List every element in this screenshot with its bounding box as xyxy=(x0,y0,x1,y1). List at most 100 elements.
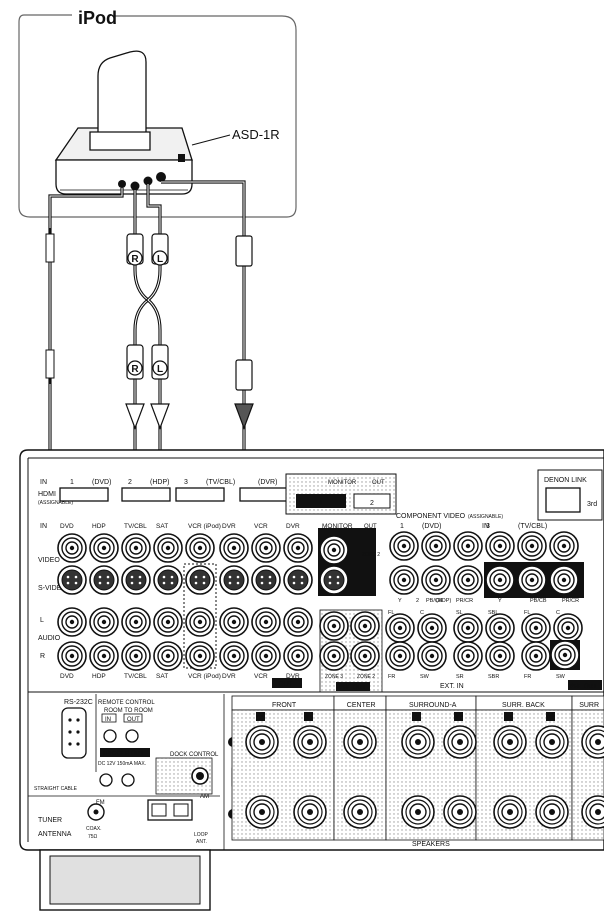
svideo-input-jack xyxy=(57,565,87,595)
pre-out-box xyxy=(336,682,370,691)
out-marker-box xyxy=(272,678,302,688)
rca-plug-l-bottom: L xyxy=(151,344,169,380)
svg-text:PRE OUT: PRE OUT xyxy=(339,685,366,691)
ext-in-top-label: SL xyxy=(456,610,463,616)
svg-text:(ASSIGNABLE): (ASSIGNABLE) xyxy=(468,514,503,520)
monitor-hdmi-1 xyxy=(296,494,346,508)
video-input-label: DVR xyxy=(222,523,236,530)
svg-text:ZONE 2: ZONE 2 xyxy=(357,674,375,680)
ext-in-jack xyxy=(453,613,483,643)
audio-r-jack xyxy=(57,641,87,671)
component-sub-label: PR/CR xyxy=(562,598,579,604)
hdmi-input-port xyxy=(59,487,109,502)
video-in-marker: IN xyxy=(40,523,47,530)
component-label: COMPONENT VIDEO xyxy=(396,513,466,520)
hdmi-input-label: (TV/CBL) xyxy=(206,479,235,486)
svideo-input-jack xyxy=(219,565,249,595)
component-jack xyxy=(517,565,547,595)
remote-in-jack xyxy=(103,729,117,743)
ext-in-bottom-label: FR xyxy=(388,674,395,680)
audio-r-jack xyxy=(251,641,281,671)
denon-link-label: DENON LINK xyxy=(544,477,587,484)
component-jack xyxy=(517,531,547,561)
speaker-channel-marker: L xyxy=(306,715,310,722)
speaker-channel-marker: R xyxy=(414,715,419,722)
svg-text:75Ω: 75Ω xyxy=(88,834,98,840)
video-input-label: HDP xyxy=(92,523,106,530)
ext-in-bottom-label: SW xyxy=(420,674,430,680)
speaker-channel-marker: R xyxy=(506,715,511,722)
video-input-label: SAT xyxy=(156,523,168,530)
monitor-out-marker: OUT xyxy=(364,524,377,530)
video-input-label: MONITOR xyxy=(322,523,353,530)
component-jack xyxy=(389,565,419,595)
monitor-video-out xyxy=(319,535,349,565)
speaker-terminal-minus xyxy=(401,795,435,829)
component-jack xyxy=(549,565,579,595)
svg-text:LOOP: LOOP xyxy=(194,832,209,838)
audio-l-jack xyxy=(283,607,313,637)
ext-in-bottom-label: SR xyxy=(456,674,464,680)
ext-in-top-label: FL xyxy=(524,610,530,616)
svg-text:IN: IN xyxy=(482,523,489,530)
speaker-group-label: SURR. BACK xyxy=(502,702,545,709)
speaker-terminal-plus xyxy=(443,725,477,759)
audio-r-jack xyxy=(121,641,151,671)
video-input-label: VCR (iPod) xyxy=(188,523,221,530)
speaker-group-label: CENTER xyxy=(347,702,376,709)
speaker-terminal-minus xyxy=(293,795,327,829)
component-jack xyxy=(485,565,515,595)
hdmi-input-port xyxy=(239,487,289,502)
video-input-label: TV/CBL xyxy=(124,523,147,530)
ipod-title: iPod xyxy=(78,8,117,28)
speakers-label: SPEAKERS xyxy=(412,841,450,848)
video-input-jack xyxy=(219,533,249,563)
usb-icon xyxy=(178,154,185,162)
svideo-plug-bottom xyxy=(235,359,253,391)
monitor-hdmi-2 xyxy=(353,493,391,509)
svideo-label: S-VIDEO xyxy=(38,585,67,592)
speaker-terminal-minus xyxy=(343,795,377,829)
speaker-group-label: FRONT xyxy=(272,702,297,709)
svg-text:R: R xyxy=(40,653,45,660)
svg-text:OUT: OUT xyxy=(278,681,294,688)
monitor-svideo-out xyxy=(319,565,349,595)
dock-control-label: DOCK CONTROL xyxy=(170,752,219,758)
ipod-device xyxy=(97,50,147,145)
video-input-jack xyxy=(89,533,119,563)
ext-in-jack xyxy=(485,613,515,643)
audio-l-jack xyxy=(153,607,183,637)
audio-r-jack xyxy=(153,641,183,671)
receiver-rear-panel xyxy=(19,449,604,911)
hdmi-input-port xyxy=(121,487,171,502)
asd-1r-dock xyxy=(54,50,193,195)
svg-text:ZONE 2: ZONE 2 xyxy=(362,552,380,558)
svg-text:FM: FM xyxy=(96,800,105,806)
video-input-label: DVR xyxy=(286,523,300,530)
speaker-terminal-plus xyxy=(535,725,569,759)
audio-input-label: VCR (iPod) xyxy=(188,673,221,680)
dock-model-label: ASD-1R xyxy=(232,127,280,142)
hdmi-input-label: (HDP) xyxy=(150,479,169,486)
remote-out-jack xyxy=(125,729,139,743)
svideo-input-jack xyxy=(153,565,183,595)
dock-audio-l-jack xyxy=(143,176,153,186)
arrow-r xyxy=(125,403,145,430)
audio-l-jack xyxy=(185,607,215,637)
rca-plug-l-top: L xyxy=(151,233,169,266)
speaker-terminal-plus xyxy=(401,725,435,759)
speaker-channel-marker: L xyxy=(548,715,552,722)
svg-text:AM: AM xyxy=(200,794,209,800)
audio-l-jack xyxy=(57,607,87,637)
video-input-jack xyxy=(283,533,313,563)
hdmi-assign: (ASSIGNABLE) xyxy=(38,500,73,506)
hdmi-input-label: (DVR) xyxy=(258,479,277,486)
svg-text:L: L xyxy=(40,617,44,624)
audio-r-jack xyxy=(89,641,119,671)
audio-input-label: VCR xyxy=(254,673,268,680)
svg-text:R: R xyxy=(131,254,139,265)
ext-in-top-label: C xyxy=(556,610,560,616)
ext-in-jack xyxy=(521,641,551,671)
audio-l-jack xyxy=(121,607,151,637)
